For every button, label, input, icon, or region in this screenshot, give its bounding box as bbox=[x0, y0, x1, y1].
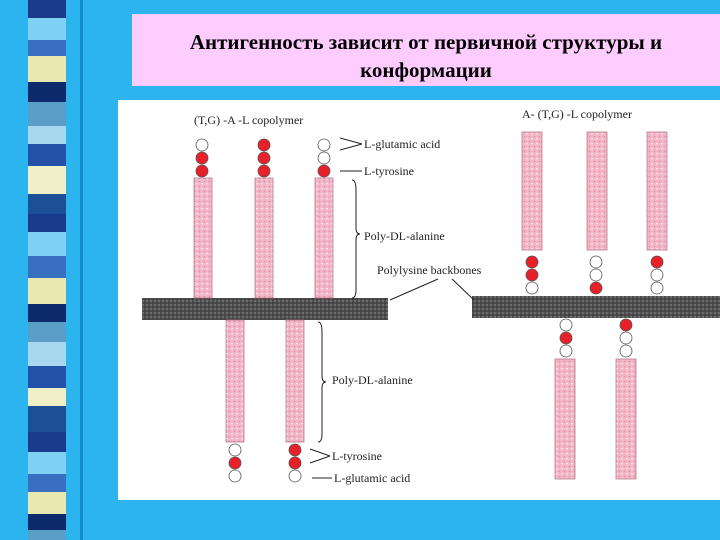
strip-block bbox=[28, 18, 66, 40]
left-rod-down-1 bbox=[225, 319, 245, 443]
strip-block bbox=[28, 102, 66, 126]
strip-block bbox=[28, 388, 66, 406]
glutamic-acid-circle bbox=[228, 443, 242, 457]
strip-block bbox=[28, 322, 66, 342]
strip-block bbox=[28, 432, 66, 452]
glutamic-acid-circle bbox=[619, 344, 633, 358]
polyalanine-brace-bottom bbox=[317, 321, 327, 443]
tyrosine-circle bbox=[525, 268, 539, 282]
strip-block bbox=[28, 40, 66, 56]
tyrosine-circle bbox=[288, 456, 302, 470]
glutamic-acid-circle bbox=[559, 318, 573, 332]
left-rod-up-3 bbox=[314, 177, 334, 299]
glutamic-acid-circle bbox=[650, 268, 664, 282]
slide-title: Антигенность зависит от первичной структ… bbox=[132, 14, 720, 86]
tyrosine-circle bbox=[317, 164, 331, 178]
tyrosine-circle bbox=[650, 255, 664, 269]
glutamic-acid-circle bbox=[559, 344, 573, 358]
strip-block bbox=[28, 304, 66, 322]
backbone-pointers bbox=[389, 278, 475, 301]
diagram-svg: (T,G) -A -L copolymer A- (T,G) -L copoly… bbox=[142, 107, 720, 485]
left-rod-down-2 bbox=[285, 319, 305, 443]
right-rod-down-1 bbox=[554, 358, 576, 480]
strip-block bbox=[28, 126, 66, 144]
title-line-1: Антигенность зависит от первичной структ… bbox=[189, 30, 663, 54]
strip-block bbox=[28, 278, 66, 304]
title-line-2: конформации bbox=[360, 58, 492, 82]
glutamic-acid-circle bbox=[650, 281, 664, 295]
tyrosine-circle bbox=[288, 443, 302, 457]
strip-block bbox=[28, 452, 66, 474]
label-glutamic-bottom: L-glutamic acid bbox=[334, 471, 410, 485]
label-glutamic-top: L-glutamic acid bbox=[364, 137, 440, 151]
glutamic-acid-circle bbox=[195, 138, 209, 152]
copolymer-diagram: (T,G) -A -L copolymer A- (T,G) -L copoly… bbox=[118, 100, 720, 500]
right-rod-down-2 bbox=[615, 358, 637, 480]
tyrosine-circle bbox=[619, 318, 633, 332]
glutamic-acid-circle bbox=[288, 469, 302, 483]
tyrosine-circle bbox=[195, 151, 209, 165]
glutamic-acid-circle bbox=[317, 138, 331, 152]
label-polyalanine-bottom: Poly-DL-alanine bbox=[332, 373, 413, 387]
strip-block bbox=[28, 0, 66, 18]
strip-divider bbox=[80, 0, 83, 540]
strip-block bbox=[28, 82, 66, 102]
glutamic-acid-circle bbox=[619, 331, 633, 345]
tyrosine-circle bbox=[195, 164, 209, 178]
right-heading: A- (T,G) -L copolymer bbox=[522, 107, 632, 121]
left-rod-up-1 bbox=[193, 177, 213, 299]
strip-block bbox=[28, 530, 66, 540]
glutamic-acid-circle bbox=[589, 268, 603, 282]
tyrosine-circle bbox=[257, 164, 271, 178]
label-tyrosine-top: L-tyrosine bbox=[364, 164, 414, 178]
glutamic-acid-circle bbox=[525, 281, 539, 295]
left-rod-up-2 bbox=[254, 177, 274, 299]
label-polyalanine-top: Poly-DL-alanine bbox=[364, 229, 445, 243]
tyrosine-circle bbox=[559, 331, 573, 345]
strip-block bbox=[28, 492, 66, 514]
strip-block bbox=[28, 144, 66, 166]
strip-block bbox=[28, 194, 66, 214]
left-heading: (T,G) -A -L copolymer bbox=[194, 113, 303, 127]
tyrosine-circle bbox=[589, 281, 603, 295]
tyrosine-circle bbox=[228, 456, 242, 470]
strip-block bbox=[28, 474, 66, 492]
tyrosine-circle bbox=[257, 151, 271, 165]
tyrosine-arrow-bottom bbox=[309, 448, 331, 464]
glutamic-acid-circle bbox=[228, 469, 242, 483]
strip-block bbox=[28, 232, 66, 256]
strip-block bbox=[28, 214, 66, 232]
right-rod-up-2 bbox=[586, 131, 608, 251]
glutamic-acid-circle bbox=[589, 255, 603, 269]
strip-block bbox=[28, 366, 66, 388]
strip-block bbox=[28, 342, 66, 366]
tyrosine-circle bbox=[257, 138, 271, 152]
strip-block bbox=[28, 514, 66, 530]
right-polylysine-backbone bbox=[472, 296, 720, 318]
right-rod-up-1 bbox=[521, 131, 543, 251]
right-rod-up-3 bbox=[646, 131, 668, 251]
glutamic-acid-circle bbox=[317, 151, 331, 165]
tyrosine-circle bbox=[525, 255, 539, 269]
label-tyrosine-bottom: L-tyrosine bbox=[332, 449, 382, 463]
label-polylysine-backbones: Polylysine backbones bbox=[377, 263, 482, 277]
glutamic-arrow-top bbox=[339, 137, 363, 151]
strip-block bbox=[28, 56, 66, 82]
left-decorative-strip bbox=[0, 0, 84, 540]
left-polylysine-backbone bbox=[142, 298, 388, 320]
polyalanine-brace-top bbox=[351, 179, 361, 299]
strip-block bbox=[28, 406, 66, 432]
strip-block bbox=[28, 256, 66, 278]
strip-block bbox=[28, 166, 66, 194]
